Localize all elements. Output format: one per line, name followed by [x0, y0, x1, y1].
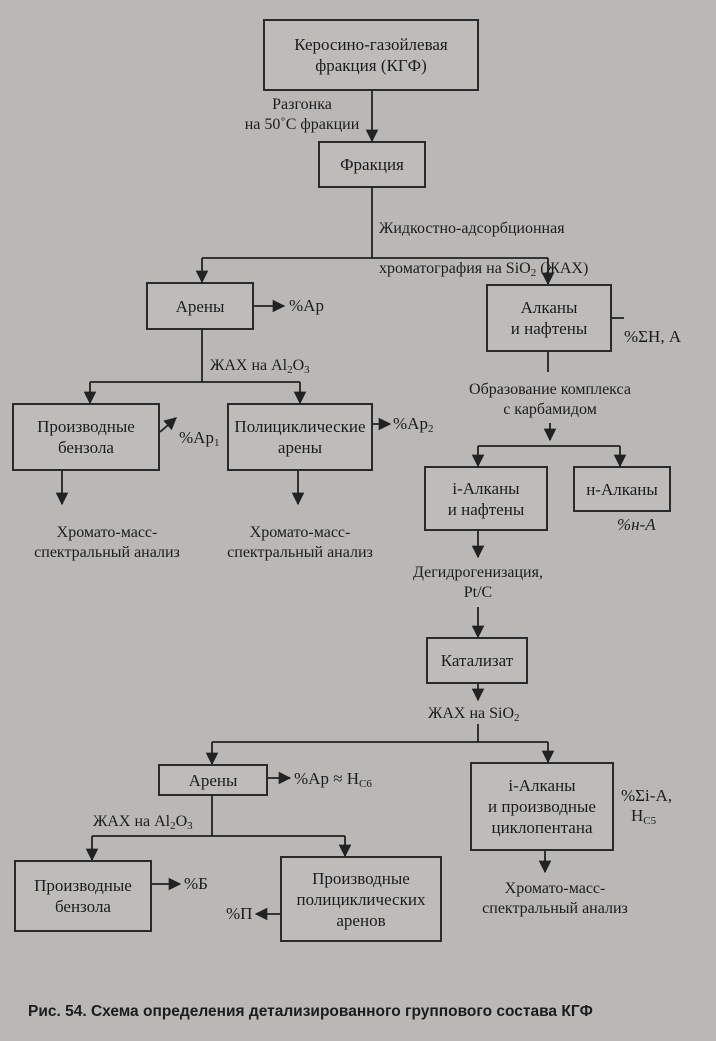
box-n-alkanes: н-Алканы: [573, 466, 671, 512]
sub-2: 2: [287, 364, 293, 376]
sub-3: 3: [187, 820, 193, 832]
label-lac-line-2: хроматография на SiO2 (ЖАХ): [379, 259, 679, 279]
out-hc-text: H: [631, 806, 644, 825]
out-pct-b: %Б: [184, 874, 208, 893]
box-i-alkanes-naphthenes: i-Алканы и нафтены: [424, 466, 548, 531]
box-benzene-derivatives: Производные бензола: [12, 403, 160, 471]
label-lac-line-1: Жидкостно-адсорбционная: [379, 220, 565, 237]
label-lac-sio2: Жидкостно-адсорбционная хроматография на…: [379, 199, 679, 299]
label-lac-sio-text: ЖАХ на SiO: [428, 705, 515, 722]
out-pct-ar1: %Ар1: [179, 428, 220, 449]
label-lac-suffix: (ЖАХ): [536, 260, 589, 277]
label-distillation: Разгонка на 50˚С фракции: [244, 96, 360, 133]
box-i-alkanes-cyclopentane: i-Алканы и производные циклопентана: [470, 762, 614, 851]
analysis-chromato-mass-3: Хромато-масс- спектральный анализ: [482, 880, 628, 917]
out-pct-sum-n-a: %ΣН, А: [624, 327, 682, 346]
out-pct-n-a: %н-А: [617, 515, 656, 534]
out-pct-ar1-text: %Ар: [179, 428, 214, 447]
out-pct-ar2: %Ар2: [393, 414, 434, 435]
label-lac-text: хроматография на SiO: [379, 260, 531, 277]
label-lac-sio2-b: ЖАХ на SiO2: [428, 704, 568, 724]
figure-caption: Рис. 54. Схема определения детализирован…: [28, 1003, 593, 1020]
box-polycyclic-arenes: Полициклические арены: [227, 403, 373, 471]
analysis-chromato-mass-2: Хромато-масс- спектральный анализ: [227, 524, 373, 561]
sub-2: 2: [514, 712, 520, 724]
label-carbamide: Образование комплекса с карбамидом: [469, 381, 631, 418]
box-fraction: Фракция: [318, 141, 426, 188]
box-alkanes-naphthenes: Алканы и нафтены: [486, 284, 612, 352]
out-pct-sum-i-a-text: %Σi-А,: [621, 786, 672, 805]
out-pct-sum-i-a: %Σi-А, HC5: [621, 786, 672, 827]
box-arenes-2: Арены: [158, 764, 268, 796]
label-lac-al2o3-2: ЖАХ на Al2O3: [93, 812, 233, 832]
analysis-chromato-mass-1: Хромато-масс- спектральный анализ: [34, 524, 180, 561]
sub-2: 2: [170, 820, 176, 832]
label-lac-al2o3-1: ЖАХ на Al2O3: [210, 356, 350, 376]
box-polycyclic-arene-derivatives: Производные полициклических аренов: [280, 856, 442, 942]
label-lac-o-text: O: [175, 813, 188, 830]
out-pct-ar: %Ар: [289, 296, 324, 315]
label-lac-o-text: O: [292, 357, 305, 374]
out-pct-ar-hc-text: %Ар ≈ H: [294, 769, 360, 788]
sub-6: 6: [366, 778, 372, 790]
sub-1: 1: [213, 437, 220, 449]
out-pct-ar2-text: %Ар: [393, 414, 428, 433]
out-pct-p: %П: [226, 904, 253, 923]
sub-2: 2: [530, 267, 537, 279]
box-arenes: Арены: [146, 282, 254, 330]
label-lac-al-text: ЖАХ на Al: [210, 357, 288, 374]
label-lac-al-text: ЖАХ на Al: [93, 813, 171, 830]
sub-3: 3: [304, 364, 310, 376]
box-catalyzate: Катализат: [426, 637, 528, 684]
label-dehydrogenation: Дегидрогенизация, Pt/C: [413, 564, 543, 601]
sub-2: 2: [427, 423, 434, 435]
sub-5: 5: [650, 815, 657, 827]
out-hc5: HC5: [631, 806, 657, 827]
box-kgf: Керосино-газойлевая фракция (КГФ): [263, 19, 479, 91]
box-benzene-derivatives-2: Производные бензола: [14, 860, 152, 932]
arrow-benz-pct: [159, 417, 177, 433]
out-pct-ar-hc6: %Ар ≈ HC6: [294, 769, 372, 790]
